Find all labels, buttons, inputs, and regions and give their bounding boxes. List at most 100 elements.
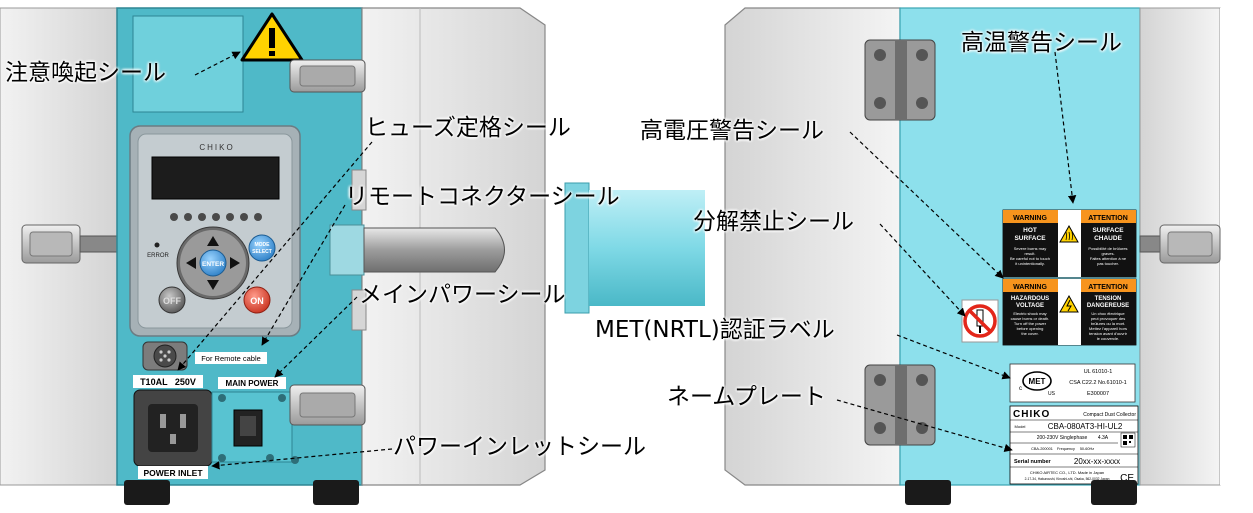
nameplate-frequency: Frequency bbox=[1057, 447, 1075, 451]
lower-hinge-icon bbox=[864, 364, 936, 446]
met-line1: UL 61010-1 bbox=[1084, 369, 1113, 375]
display-screen bbox=[151, 156, 280, 200]
leader-lines bbox=[177, 51, 1077, 470]
enter-button[interactable] bbox=[199, 249, 227, 277]
callout-met-label: MET(NRTL)認証ラベル bbox=[595, 317, 835, 343]
foot bbox=[1091, 480, 1137, 505]
hot-title-en2: SURFACE bbox=[1014, 235, 1046, 242]
error-label: ERROR bbox=[147, 253, 169, 259]
hot-body-en1: Severe burns may bbox=[1014, 246, 1046, 251]
off-label: OFF bbox=[163, 296, 181, 306]
hv-warn-fr: ATTENTION bbox=[1088, 284, 1128, 291]
nameplate-model-label: Model bbox=[1015, 424, 1026, 429]
foot bbox=[124, 480, 170, 505]
hot-warn-fr: ATTENTION bbox=[1088, 215, 1128, 222]
met-line3: E300007 bbox=[1087, 391, 1109, 397]
remote-connector-icon bbox=[142, 341, 188, 371]
right-unit: WARNING HOT SURFACE Severe burns may res… bbox=[724, 7, 1253, 505]
met-line2: CSA C22.2 No.61010-1 bbox=[1069, 380, 1126, 386]
indicator-leds bbox=[170, 213, 262, 221]
nameplate-voltage: 200-230V Singlephase bbox=[1037, 435, 1088, 441]
mode-select-button[interactable] bbox=[248, 234, 276, 262]
leader-power-inlet bbox=[211, 448, 393, 470]
main-power-sticker bbox=[218, 377, 286, 389]
left-latch-icon bbox=[21, 224, 119, 264]
hv-body-en4: before opening bbox=[1017, 326, 1044, 331]
up-arrow-icon[interactable] bbox=[207, 236, 219, 246]
hot-body-fr3: Faites attention à ne bbox=[1090, 256, 1127, 261]
leader-caution bbox=[194, 51, 241, 76]
leader-main-power bbox=[274, 296, 358, 378]
hv-body-fr6: le couvercle. bbox=[1097, 336, 1119, 341]
left-unit: CHIKO ERROR ENTER MODE SELECT OFF bbox=[0, 7, 546, 505]
hv-title-fr2: DANGEREUSE bbox=[1087, 303, 1129, 309]
right-arrow-icon[interactable] bbox=[230, 257, 240, 269]
hot-body-fr2: graves. bbox=[1101, 251, 1114, 256]
on-button[interactable] bbox=[243, 286, 271, 314]
leader-remote bbox=[261, 204, 346, 346]
pipe-collar bbox=[329, 224, 365, 276]
hot-body-en2: result. bbox=[1025, 251, 1036, 256]
foot bbox=[905, 480, 951, 505]
lower-door-latch-icon bbox=[289, 384, 366, 426]
caution-label-area bbox=[132, 15, 244, 113]
nameplate-serial: 20xx-xx-xxxx bbox=[1074, 457, 1120, 466]
mode-label: MODE bbox=[255, 242, 271, 248]
hv-title-en2: VOLTAGE bbox=[1016, 303, 1044, 309]
nameplate-capacity: CBA-200001 bbox=[1031, 447, 1053, 451]
power-inlet-icon bbox=[133, 389, 213, 467]
nameplate-serial-label: Serial number bbox=[1014, 459, 1052, 465]
hv-body-fr2: peut provoquer des bbox=[1091, 316, 1125, 321]
hv-title-fr1: TENSION bbox=[1095, 296, 1122, 302]
callout-high-temp: 高温警告シール bbox=[961, 30, 1122, 56]
nameplate-model: CBA-080AT3-HI-UL2 bbox=[1048, 422, 1123, 431]
outlet-pipe bbox=[363, 227, 505, 273]
no-disassembly-icon bbox=[961, 299, 999, 343]
off-button[interactable] bbox=[158, 286, 186, 314]
remote-label-sticker bbox=[195, 352, 267, 364]
met-mark: MET bbox=[1029, 377, 1046, 386]
nameplate-brand: CHIKO bbox=[1013, 409, 1050, 420]
leader-high-voltage bbox=[849, 131, 1004, 279]
hot-body-fr4: pas toucher. bbox=[1097, 261, 1119, 266]
hv-body-fr4: Mettez l'appareil hors bbox=[1089, 326, 1127, 331]
hv-warn-en: WARNING bbox=[1013, 284, 1047, 291]
hot-body-en3: Be careful not to touch bbox=[1010, 256, 1050, 261]
nameplate-maker: CHIKO AIRTEC CO., LTD. Made in Japan bbox=[1030, 470, 1104, 475]
side-tab bbox=[351, 169, 367, 211]
ce-mark: CE bbox=[1120, 473, 1134, 484]
right-latch-icon bbox=[1139, 224, 1221, 264]
hv-body-en3: Turn off the power bbox=[1014, 321, 1047, 326]
hot-title-fr2: CHAUDE bbox=[1094, 235, 1122, 242]
power-inlet-label: POWER INLET bbox=[143, 468, 203, 478]
switch-rocker-icon bbox=[240, 416, 256, 436]
hv-body-en2: cause burns or death. bbox=[1011, 316, 1050, 321]
caution-triangle-icon bbox=[240, 12, 304, 62]
down-arrow-icon[interactable] bbox=[207, 280, 219, 290]
upper-door-latch-icon bbox=[289, 59, 366, 93]
hv-body-en1: Electric shock may bbox=[1013, 311, 1046, 316]
nameplate-subtitle: Compact Dust Collector bbox=[1083, 412, 1136, 418]
enter-label: ENTER bbox=[202, 261, 224, 268]
hot-warn-en: WARNING bbox=[1013, 215, 1047, 222]
foot bbox=[313, 480, 359, 505]
callout-nameplate: ネームプレート bbox=[667, 384, 826, 410]
upper-hinge-icon bbox=[864, 39, 936, 121]
leader-met bbox=[896, 334, 1011, 380]
callout-high-voltage: 高電圧警告シール bbox=[640, 118, 824, 144]
high-voltage-icon bbox=[1059, 294, 1079, 313]
hv-title-en1: HAZARDOUS bbox=[1011, 296, 1049, 302]
select-label: SELECT bbox=[252, 249, 272, 255]
hazardous-voltage-label: WARNING HAZARDOUS VOLTAGE Electric shock… bbox=[1002, 278, 1137, 346]
error-led bbox=[154, 242, 160, 248]
callout-caution-label: 注意喚起シール bbox=[5, 60, 166, 86]
main-power-label: MAIN POWER bbox=[226, 379, 279, 388]
met-c: c bbox=[1019, 386, 1022, 392]
callout-fuse-rating: ヒューズ定格シール bbox=[365, 115, 571, 141]
nameplate-hz: 50-60Hz bbox=[1080, 447, 1094, 451]
nameplate: CHIKO Compact Dust Collector Model CBA-0… bbox=[1009, 405, 1139, 485]
left-arrow-icon[interactable] bbox=[186, 257, 196, 269]
control-brand: CHIKO bbox=[199, 143, 234, 152]
fuse-sticker bbox=[133, 375, 203, 388]
